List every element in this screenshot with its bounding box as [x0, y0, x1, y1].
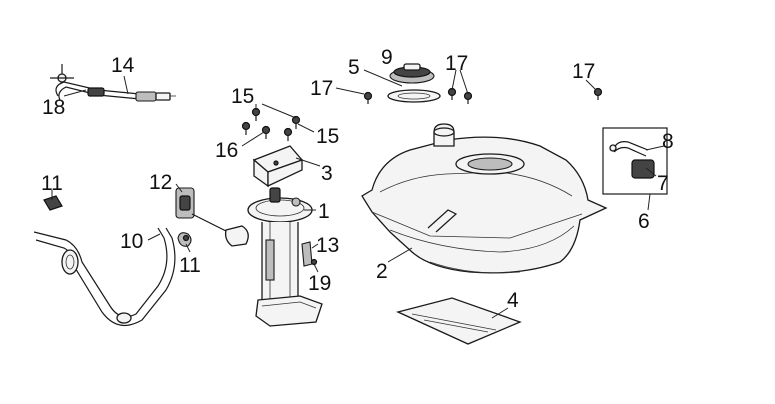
- part-hose-clip-lower: [177, 232, 192, 247]
- callout-18: 18: [42, 96, 65, 119]
- part-fuel-tank: [361, 123, 608, 274]
- callout-1: 1: [318, 200, 330, 223]
- callout-17-right: 17: [572, 60, 595, 83]
- part-tank-pad: [396, 297, 522, 345]
- callout-11-upper: 11: [41, 172, 63, 195]
- callout-19: 19: [308, 272, 331, 295]
- callout-8: 8: [662, 130, 674, 153]
- callout-15-upper: 15: [231, 85, 254, 108]
- screw: [251, 107, 261, 121]
- callout-3: 3: [321, 162, 333, 185]
- screw: [291, 115, 301, 129]
- callout-9: 9: [381, 46, 393, 69]
- part-fuel-pump: [247, 187, 323, 327]
- part-filler-gasket: [387, 89, 441, 103]
- part-hose-clip-upper: [43, 195, 63, 211]
- callout-7: 7: [657, 172, 669, 195]
- part-canister-assembly: [602, 127, 668, 195]
- callout-13: 13: [316, 234, 339, 257]
- callout-4: 4: [507, 289, 519, 312]
- callout-17-left: 17: [310, 77, 333, 100]
- part-fuel-cap: [389, 63, 435, 84]
- screw: [283, 127, 293, 141]
- bolt: [447, 87, 457, 100]
- part-retainer-clip: [301, 241, 318, 267]
- bolt: [593, 87, 603, 100]
- callout-12: 12: [149, 171, 172, 194]
- leader-lines: [51, 69, 665, 319]
- callout-labels: 1 2 3 4 5 6 7 8 9 10 11 11 12 13 14 15 1…: [41, 46, 674, 312]
- screw: [241, 121, 251, 135]
- callout-6: 6: [638, 210, 650, 233]
- callout-15-lower: 15: [316, 125, 339, 148]
- callout-16: 16: [215, 139, 238, 162]
- callout-14: 14: [111, 54, 135, 77]
- part-screws: [241, 107, 301, 141]
- part-mounting-bracket: [252, 145, 304, 188]
- callout-11-lower: 11: [179, 254, 201, 277]
- callout-17-middle: 17: [445, 52, 468, 75]
- part-breather-cable: [50, 64, 176, 102]
- callout-2: 2: [376, 260, 388, 283]
- part-fuel-hose: [33, 227, 176, 327]
- bolt: [463, 91, 473, 104]
- bolt: [363, 91, 373, 104]
- callout-5: 5: [348, 56, 360, 79]
- callout-10: 10: [120, 230, 143, 253]
- part-bolts: [363, 87, 603, 104]
- part-fuel-level-sender: [175, 187, 249, 247]
- screw: [261, 125, 271, 139]
